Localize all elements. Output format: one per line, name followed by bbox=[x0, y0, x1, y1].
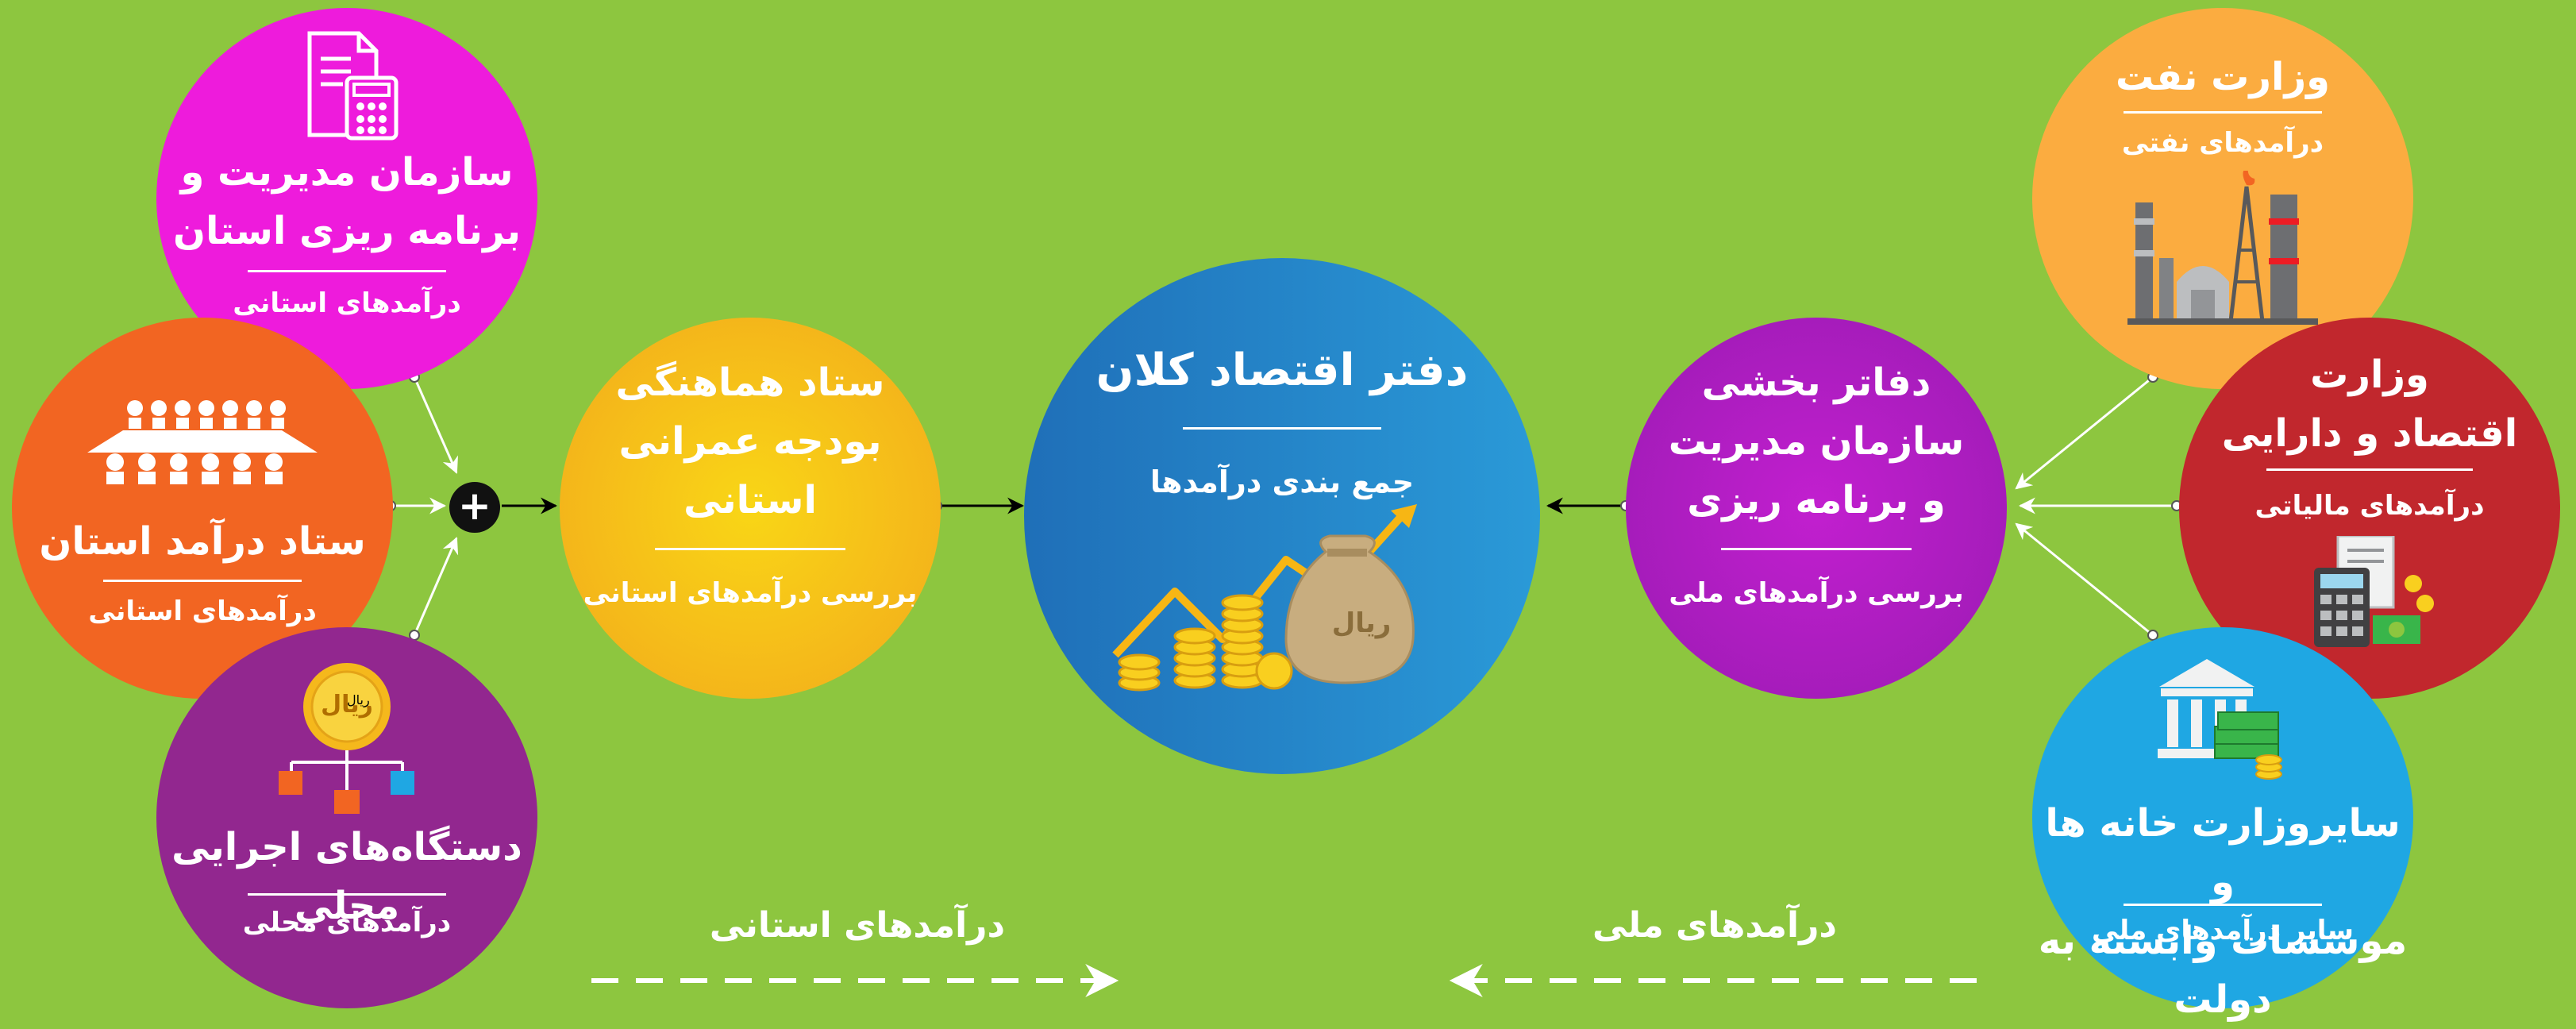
divider bbox=[2124, 111, 2322, 114]
divider bbox=[2266, 468, 2473, 471]
node-budget-hq-title-1: ستاد هماهنگی bbox=[615, 360, 885, 405]
rial-coin-network-icon bbox=[279, 663, 414, 814]
node-sector-offices-title-2: سازمان مدیریت bbox=[1668, 419, 1965, 464]
money-bag-growth-icon bbox=[1112, 504, 1417, 692]
node-local-agencies-title: دستگاه‌های اجرایی محلی bbox=[171, 825, 522, 928]
divider bbox=[103, 580, 302, 582]
node-macro-office: دفتر اقتصاد کلان جمع بندی درآمدها ریال bbox=[1024, 258, 1540, 774]
meeting-table-icon bbox=[87, 400, 318, 484]
node-finance-ministry-title-1: وزارت bbox=[2310, 353, 2429, 397]
node-budget-hq-title-2: بودجه عمرانی bbox=[618, 419, 882, 464]
node-budget-hq-title-3: استانی bbox=[683, 478, 817, 522]
divider bbox=[1721, 548, 1912, 550]
node-oil-ministry-title: وزارت نفت bbox=[2116, 55, 2330, 99]
node-plan-org-subtitle: درآمدهای استانی bbox=[233, 287, 461, 319]
node-revenue-hq-subtitle: درآمدهای استانی bbox=[88, 595, 317, 627]
tax-calculator-icon bbox=[2314, 536, 2434, 647]
legend-provincial-label: درآمدهای استانی bbox=[709, 905, 1006, 946]
coin-text: ریال bbox=[321, 691, 373, 719]
node-macro-office-title: دفتر اقتصاد کلان bbox=[1095, 345, 1469, 396]
node-plan-org-title-1: سازمان مدیریت و bbox=[180, 150, 514, 195]
node-oil-ministry-subtitle: درآمدهای نفتی bbox=[2121, 127, 2324, 159]
node-sector-offices-subtitle: بررسی درآمدهای ملی bbox=[1669, 577, 1964, 609]
link-oil-to-sector bbox=[2015, 376, 2154, 490]
flow-diagram: + سازمان مدیریت و برنامه ریزی استان درآم… bbox=[12, 8, 2560, 1022]
divider bbox=[655, 548, 845, 550]
node-other-ministries: سایروزارت خانه ها و موسسات وابسته به دول… bbox=[2032, 627, 2413, 1022]
node-finance-ministry-subtitle: درآمدهای مالیاتی bbox=[2254, 490, 2485, 522]
node-other-ministries-subtitle: سایر درآمدهای ملی bbox=[2092, 915, 2354, 946]
calculator-document-icon bbox=[307, 31, 399, 141]
bank-money-icon bbox=[2158, 659, 2282, 780]
node-macro-office-subtitle: جمع بندی درآمدها bbox=[1149, 464, 1415, 499]
refinery-icon bbox=[2127, 171, 2318, 325]
node-budget-hq: ستاد هماهنگی بودجه عمرانی استانی بررسی د… bbox=[560, 318, 941, 699]
node-other-ministries-title-1: سایروزارت خانه ها و bbox=[2045, 801, 2401, 904]
divider bbox=[248, 270, 446, 272]
node-finance-ministry-title-2: اقتصاد و دارایی bbox=[2221, 411, 2518, 456]
link-plan-to-plus bbox=[413, 376, 458, 474]
divider bbox=[2124, 904, 2322, 906]
node-sector-offices-title-3: و برنامه ریزی bbox=[1687, 478, 1946, 522]
node-sector-offices: دفاتر بخشی سازمان مدیریت و برنامه ریزی ب… bbox=[1626, 318, 2007, 699]
node-sector-offices-title-1: دفاتر بخشی bbox=[1701, 360, 1931, 405]
node-local-agencies-subtitle: درآمدهای محلی bbox=[242, 907, 452, 938]
node-revenue-hq-title: ستاد درآمد استان bbox=[39, 519, 366, 564]
divider bbox=[248, 893, 446, 896]
node-plan-org-title-2: برنامه ریزی استان bbox=[173, 209, 521, 253]
divider bbox=[1183, 427, 1381, 430]
legend-national-label: درآمدهای ملی bbox=[1592, 905, 1838, 946]
bag-label: ریال bbox=[1331, 607, 1392, 639]
node-local-agencies: ریال ریال دستگاه‌های اجرایی محلی درآمدها… bbox=[156, 627, 537, 1008]
plus-junction: + bbox=[449, 482, 500, 533]
link-other-to-sector bbox=[2015, 522, 2154, 637]
node-finance-ministry: وزارت اقتصاد و دارایی درآمدهای مالیاتی bbox=[2179, 318, 2560, 699]
node-budget-hq-subtitle: بررسی درآمدهای استانی bbox=[583, 577, 918, 609]
link-local-to-plus bbox=[413, 537, 459, 636]
